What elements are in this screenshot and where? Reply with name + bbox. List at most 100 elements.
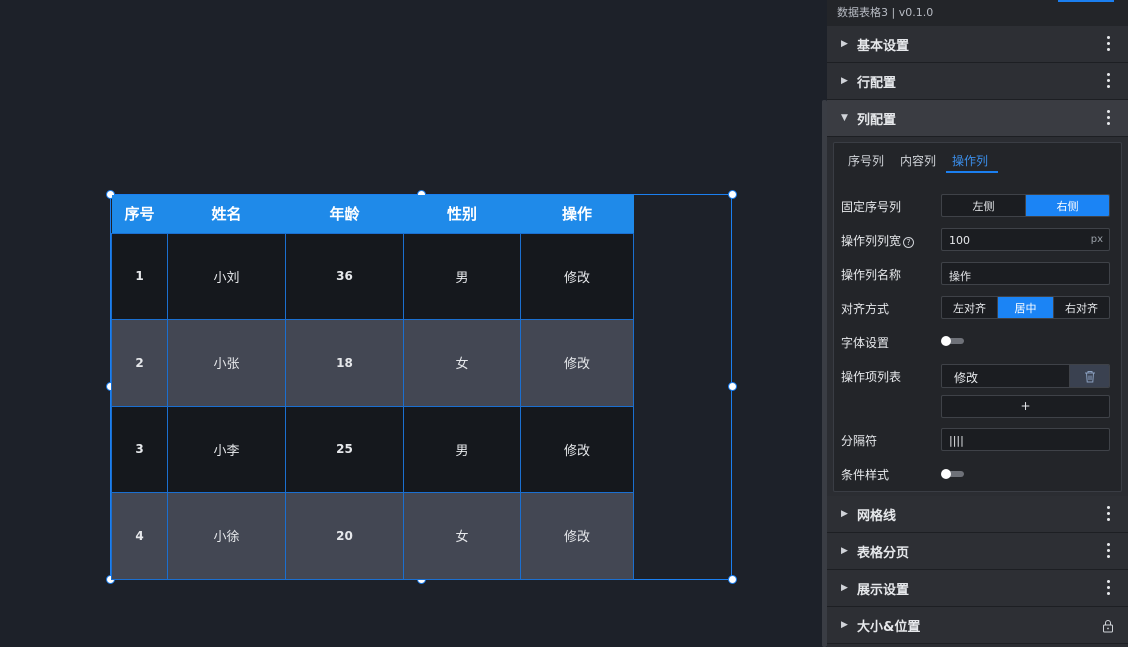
more-vertical-icon[interactable] [1104, 36, 1112, 51]
align-center-option[interactable]: 居中 [997, 297, 1053, 318]
cell-index: 2 [111, 319, 168, 407]
header-age: 年龄 [285, 195, 404, 233]
fixed-position-toggle: 左侧 右侧 [941, 194, 1110, 217]
chevron-right-icon: ▶ [841, 39, 848, 49]
column-config-body: 序号列 内容列 操作列 固定序号列 左侧 右侧 操作列列宽? 100 px 操作… [833, 142, 1122, 492]
table-row: 4 小徐 20 女 修改 [111, 492, 634, 580]
cell-age: 20 [285, 492, 404, 580]
section-label: 大小&位置 [857, 619, 921, 635]
column-name-value: 操作 [949, 270, 971, 283]
more-vertical-icon[interactable] [1104, 506, 1112, 521]
config-panel: 数据表格3 | v0.1.0 ▶ 基本设置 ▶ 行配置 ▼ 列配置 序号列 内容… [827, 0, 1128, 647]
section-label: 基本设置 [857, 38, 910, 54]
section-label: 行配置 [857, 75, 897, 91]
delete-button[interactable] [1069, 365, 1109, 387]
table-header-row: 序号 姓名 年龄 性别 操作 [111, 195, 634, 233]
fixed-right-option[interactable]: 右侧 [1025, 195, 1109, 216]
section-label: 网格线 [857, 508, 897, 524]
cell-gender: 女 [403, 492, 521, 580]
component-title: 数据表格3 | v0.1.0 [837, 6, 934, 19]
more-vertical-icon[interactable] [1104, 73, 1112, 88]
resize-handle-bottom-left[interactable] [106, 575, 115, 584]
resize-handle-right[interactable] [728, 382, 737, 391]
column-name-input[interactable]: 操作 [941, 262, 1110, 285]
section-grid-lines[interactable]: ▶ 网格线 [827, 496, 1128, 533]
more-vertical-icon[interactable] [1104, 110, 1112, 125]
add-action-item-button[interactable]: + [941, 395, 1110, 418]
cell-age: 25 [285, 405, 404, 493]
fixed-left-option[interactable]: 左侧 [972, 199, 995, 213]
font-settings-switch[interactable] [941, 336, 965, 346]
canvas-scrollbar[interactable] [822, 100, 827, 647]
resize-handle-top-left[interactable] [106, 190, 115, 199]
column-width-label-text: 操作列列宽 [841, 234, 902, 248]
section-label: 表格分页 [857, 545, 910, 561]
header-gender: 性别 [403, 195, 521, 233]
chevron-right-icon: ▶ [841, 546, 848, 556]
section-size-position[interactable]: ▶ 大小&位置 [827, 607, 1128, 644]
section-label: 列配置 [857, 112, 897, 128]
alignment-toggle: 左对齐 居中 右对齐 [941, 296, 1110, 319]
edit-action-link[interactable]: 修改 [520, 232, 634, 320]
lock-icon[interactable] [1102, 619, 1114, 636]
section-row-config[interactable]: ▶ 行配置 [827, 63, 1128, 100]
align-left-option[interactable]: 左对齐 [953, 301, 986, 315]
cell-name: 小李 [167, 405, 286, 493]
resize-handle-bottom-right[interactable] [728, 575, 737, 584]
conditional-style-label: 条件样式 [841, 468, 890, 482]
tab-action-column[interactable]: 操作列 [952, 154, 989, 168]
tab-index-column[interactable]: 序号列 [848, 154, 885, 168]
alignment-label: 对齐方式 [841, 302, 890, 316]
panel-header: 数据表格3 | v0.1.0 [827, 0, 1128, 26]
fixed-column-label: 固定序号列 [841, 200, 902, 214]
chevron-right-icon: ▶ [841, 509, 848, 519]
column-width-input[interactable]: 100 px [941, 228, 1110, 251]
conditional-style-switch[interactable] [941, 469, 965, 479]
cell-index: 4 [111, 492, 168, 580]
separator-value: |||| [949, 434, 964, 447]
cell-index: 3 [111, 405, 168, 493]
section-display-settings[interactable]: ▶ 展示设置 [827, 570, 1128, 607]
chevron-right-icon: ▶ [841, 583, 848, 593]
action-item-input[interactable]: 修改 [942, 365, 1069, 387]
table-row: 2 小张 18 女 修改 [111, 319, 634, 407]
column-width-label: 操作列列宽? [841, 232, 915, 249]
cell-gender: 女 [403, 319, 521, 407]
help-icon[interactable]: ? [903, 237, 915, 248]
more-vertical-icon[interactable] [1104, 580, 1112, 595]
data-table[interactable]: 序号 姓名 年龄 性别 操作 1 小刘 36 男 修改 2 小张 18 女 修改 [111, 195, 634, 580]
section-column-config[interactable]: ▼ 列配置 [827, 100, 1128, 137]
header-index: 序号 [111, 195, 168, 233]
section-basic-settings[interactable]: ▶ 基本设置 [827, 26, 1128, 63]
edit-action-link[interactable]: 修改 [520, 405, 634, 493]
cell-age: 36 [285, 232, 404, 320]
font-settings-label: 字体设置 [841, 336, 890, 350]
separator-input[interactable]: |||| [941, 428, 1110, 451]
action-item-row: 修改 [941, 364, 1110, 388]
cell-name: 小张 [167, 319, 286, 407]
section-pagination[interactable]: ▶ 表格分页 [827, 533, 1128, 570]
cell-gender: 男 [403, 405, 521, 493]
column-config-tabs: 序号列 内容列 操作列 [834, 143, 1121, 175]
edit-action-link[interactable]: 修改 [520, 319, 634, 407]
section-label: 展示设置 [857, 582, 910, 598]
design-canvas[interactable]: 序号 姓名 年龄 性别 操作 1 小刘 36 男 修改 2 小张 18 女 修改 [0, 0, 822, 647]
column-width-value: 100 [949, 234, 970, 247]
action-items-label: 操作项列表 [841, 370, 902, 384]
separator-label: 分隔符 [841, 434, 878, 448]
cell-age: 18 [285, 319, 404, 407]
cell-name: 小刘 [167, 232, 286, 320]
table-row: 1 小刘 36 男 修改 [111, 232, 634, 320]
align-right-option[interactable]: 右对齐 [1053, 297, 1109, 318]
more-vertical-icon[interactable] [1104, 543, 1112, 558]
header-action: 操作 [520, 195, 634, 233]
cell-index: 1 [111, 232, 168, 320]
tab-content-column[interactable]: 内容列 [900, 154, 937, 168]
resize-handle-top-right[interactable] [728, 190, 737, 199]
edit-action-link[interactable]: 修改 [520, 492, 634, 580]
panel-accent-bar [1058, 0, 1114, 2]
cell-name: 小徐 [167, 492, 286, 580]
bottom-sections: ▶ 网格线 ▶ 表格分页 ▶ 展示设置 ▶ 大小&位置 [827, 496, 1128, 644]
width-unit: px [1090, 234, 1103, 245]
trash-icon [1084, 370, 1095, 382]
